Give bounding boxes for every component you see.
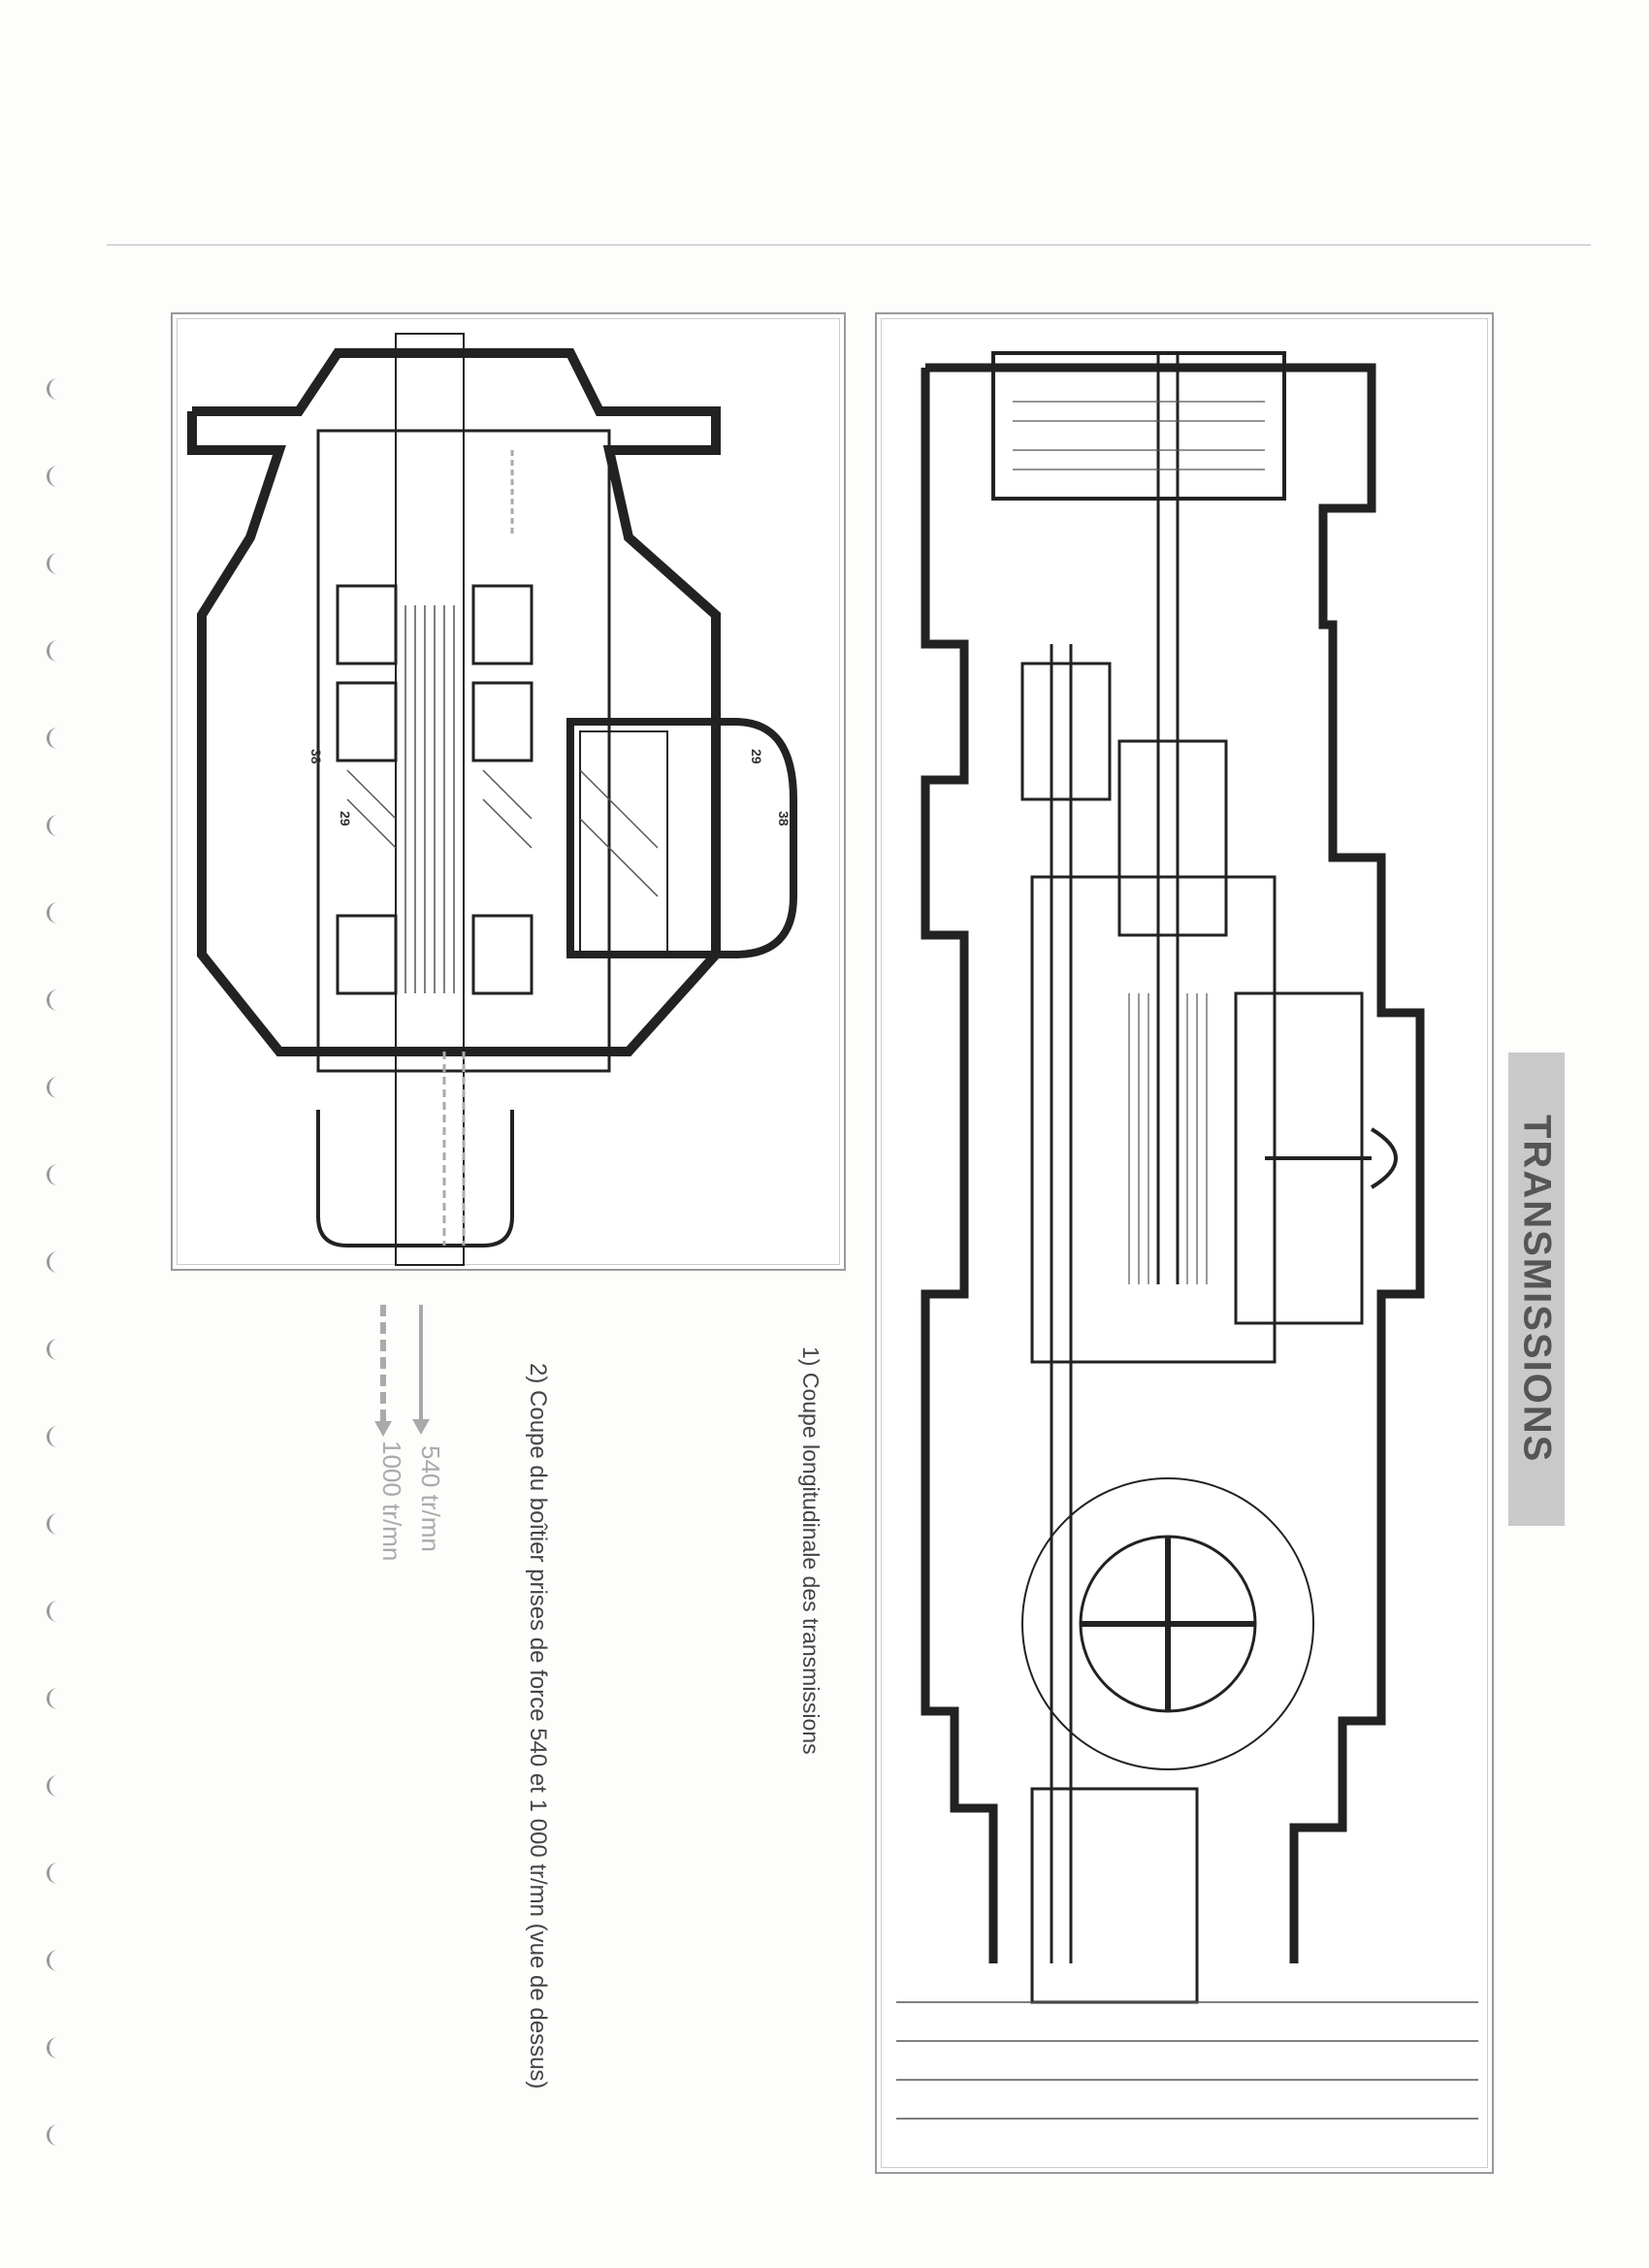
legend-label: 1000 tr/mn <box>377 1441 406 1562</box>
gear-label: 38 <box>776 811 792 826</box>
section-title-banner: TRANSMISSIONS <box>1508 1053 1565 1526</box>
transmission-drawing <box>896 351 1478 2120</box>
legend-item-1000: 1000 tr/mn <box>369 1305 407 1625</box>
legend-item-540: 540 tr/mn <box>407 1305 446 1557</box>
gear-label: 38 <box>308 749 324 764</box>
pto-housing-drawing <box>187 333 797 1266</box>
legend-dashed-line <box>380 1305 386 1421</box>
page-rule <box>107 244 1591 245</box>
figure-2-caption: 2) Coupe du boîtier prises de force 540 … <box>525 1363 551 2090</box>
figure-longitudinal-section <box>875 312 1494 2174</box>
figure-1-caption: 1) Coupe longitudinale des transmissions <box>798 1346 824 1755</box>
gear-label: 29 <box>749 749 764 764</box>
arrow-down-icon <box>374 1421 392 1437</box>
legend-label: 540 tr/mn <box>416 1445 445 1552</box>
arrow-down-icon <box>412 1419 430 1435</box>
gear-label: 29 <box>338 811 353 826</box>
section-title: TRANSMISSIONS <box>1515 1115 1559 1464</box>
legend-solid-line <box>419 1305 423 1421</box>
figure-pto-housing: 38 29 29 38 <box>171 312 846 1271</box>
